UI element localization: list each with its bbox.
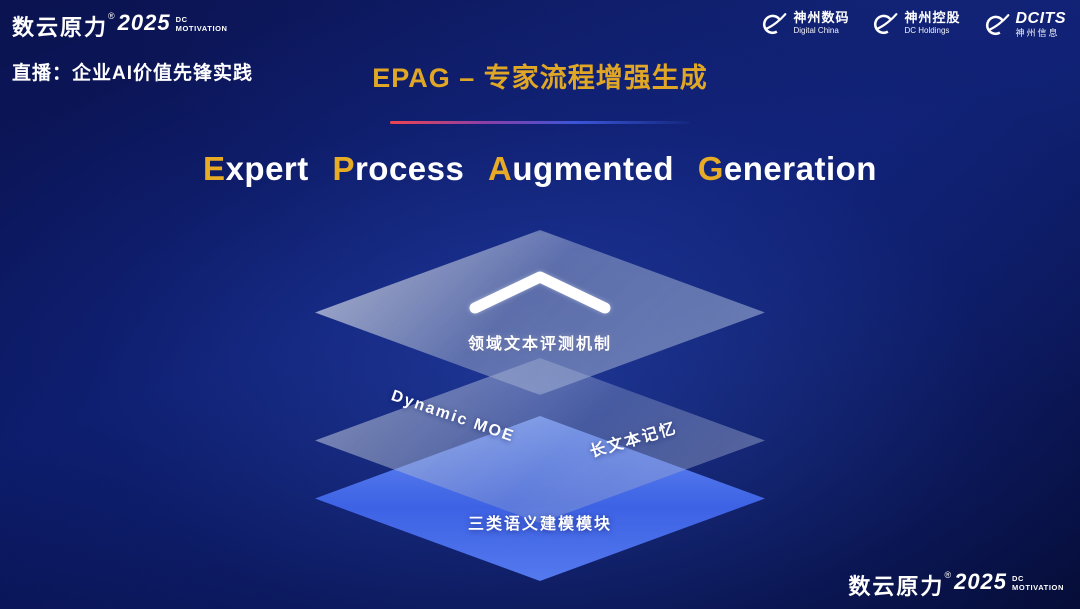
brand-subtitle: DC MOTIVATION xyxy=(1012,574,1064,592)
heading-initial: G xyxy=(697,150,724,187)
logo-subtitle: Digital China xyxy=(793,26,839,36)
logo-text: 神州控股 DC Holdings xyxy=(904,10,961,36)
semantic-modeling-label: 三类语义建模模块 xyxy=(467,516,612,533)
chevron-up-icon xyxy=(469,271,611,314)
digital-china-swoosh-icon xyxy=(760,10,787,37)
heading-rest: rocess xyxy=(354,150,465,187)
heading-word: Expert xyxy=(203,150,309,187)
heading-initial: P xyxy=(332,150,355,187)
heading-initial: A xyxy=(488,150,513,187)
dcits-swoosh-icon xyxy=(983,11,1010,38)
slide-heading: Expert Process Augmented Generation xyxy=(0,150,1080,188)
partner-logos: 神州数码 Digital China 神州控股 DC Holdings DCIT… xyxy=(760,10,1066,39)
brand-name: 数云原力 xyxy=(848,574,945,599)
logo-digital-china: 神州数码 Digital China xyxy=(760,10,849,37)
dc-holdings-swoosh-icon xyxy=(871,10,898,37)
brand-sub-dc: DC xyxy=(175,15,188,24)
logo-subtitle: DC Holdings xyxy=(904,26,950,36)
brand-sub-motivation: MOTIVATION xyxy=(1012,583,1064,592)
brand-year: 2025 xyxy=(117,10,171,35)
registered-mark: ® xyxy=(108,11,115,21)
brand-logo-top-left: 数云原力 ® 2025 DC MOTIVATION xyxy=(12,10,228,42)
logo-dc-holdings: 神州控股 DC Holdings xyxy=(871,10,960,37)
page-title: EPAG – 专家流程增强生成 xyxy=(372,63,708,93)
logo-name: 神州控股 xyxy=(904,10,961,26)
layer-top-label: 领域文本评测机制 xyxy=(467,336,612,353)
heading-word: Process xyxy=(332,150,464,187)
logo-name: DCITS xyxy=(1015,10,1066,27)
logo-dcits: DCITS 神州信息 xyxy=(983,10,1067,39)
logo-subtitle: 神州信息 xyxy=(1015,28,1060,39)
heading-word: Generation xyxy=(698,150,877,187)
brand-sub-motivation: MOTIVATION xyxy=(175,24,228,33)
registered-mark: ® xyxy=(944,570,952,580)
logo-name: 神州数码 xyxy=(793,10,850,26)
layer-top-evaluation: 领域文本评测机制 xyxy=(315,230,765,395)
brand-name: 数云原力 xyxy=(12,15,109,40)
brand-logo-bottom-right: 数云原力 ® 2025 DC MOTIVATION xyxy=(848,569,1064,601)
heading-rest: xpert xyxy=(225,150,309,187)
heading-rest: ugmented xyxy=(512,150,675,187)
heading-initial: E xyxy=(203,150,226,187)
heading-word: Augmented xyxy=(488,150,674,187)
brand-sub-dc: DC xyxy=(1012,574,1025,583)
heading-rest: eneration xyxy=(723,150,877,187)
layer-stack-diagram: 领域文本评测机制 Dynamic MOE 长文本记忆 三类语义建模模块 xyxy=(310,230,770,595)
logo-text: DCITS 神州信息 xyxy=(1016,10,1067,39)
live-stream-label: 直播：企业AI价值先锋实践 xyxy=(12,63,254,84)
brand-year: 2025 xyxy=(954,569,1008,594)
brand-subtitle: DC MOTIVATION xyxy=(176,15,228,33)
gradient-divider xyxy=(390,121,690,124)
logo-text: 神州数码 Digital China xyxy=(793,10,850,36)
